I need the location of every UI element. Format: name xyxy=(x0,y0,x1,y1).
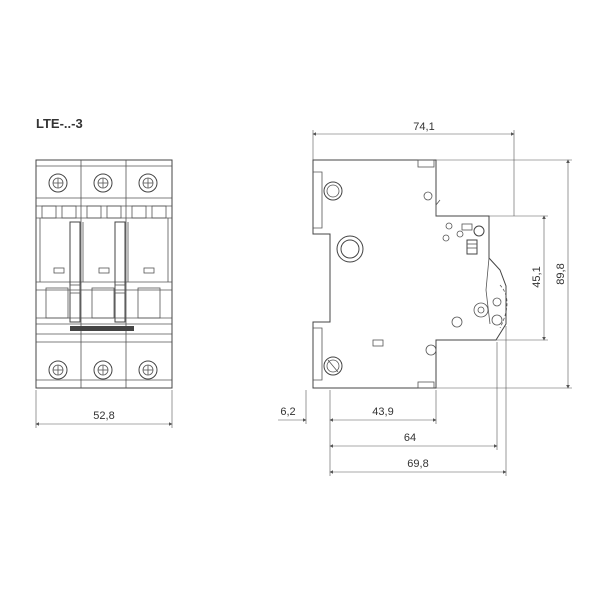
dimension-height-total: 89,8 xyxy=(436,159,572,389)
dimension-offset: 6,2 xyxy=(278,406,307,422)
dimension-top-width: 74,1 xyxy=(312,121,515,216)
terminal-screw-top-1 xyxy=(48,173,68,193)
dimension-depth-a: 43,9 xyxy=(329,406,437,422)
terminal-screw-bottom-1 xyxy=(48,360,68,380)
terminal-screw-bottom-3 xyxy=(138,360,158,380)
terminal-screw-top-3 xyxy=(138,173,158,193)
handle-tie-bar xyxy=(70,326,134,331)
dimension-label-depth-c: 69,8 xyxy=(407,458,428,470)
toggle-lever-2 xyxy=(114,221,126,323)
mounting-hole-bottom xyxy=(323,356,343,376)
breaker-body xyxy=(35,159,173,389)
spring-element xyxy=(466,239,478,255)
terminal-screw-bottom-2 xyxy=(93,360,113,380)
front-view: LTE-..-3 xyxy=(35,116,173,428)
mounting-hole-top xyxy=(323,181,343,201)
dimension-height-inner: 45,1 xyxy=(489,215,548,341)
dimension-depth-b: 64 xyxy=(329,432,498,448)
dimension-label-depth-a: 43,9 xyxy=(372,406,393,418)
dimension-label-top-width: 74,1 xyxy=(413,121,434,133)
adjustment-screw xyxy=(473,225,485,237)
toggle-lever-1 xyxy=(69,221,81,323)
dimension-width-front: 52,8 xyxy=(35,390,173,428)
dimension-label-offset: 6,2 xyxy=(280,406,295,418)
side-body-outline xyxy=(312,159,507,389)
dimension-label-depth-b: 64 xyxy=(404,432,416,444)
side-view: 74,1 45,1 89,8 6,2 43,9 xyxy=(278,121,572,476)
dimension-depth-c: 69,8 xyxy=(329,458,507,474)
front-view-title: LTE-..-3 xyxy=(36,116,83,131)
dimension-label-height-inner: 45,1 xyxy=(531,266,543,287)
rivet-main xyxy=(336,235,364,263)
dimension-label-width: 52,8 xyxy=(93,410,114,422)
terminal-screw-top-2 xyxy=(93,173,113,193)
dimension-label-height-total: 89,8 xyxy=(555,263,567,284)
